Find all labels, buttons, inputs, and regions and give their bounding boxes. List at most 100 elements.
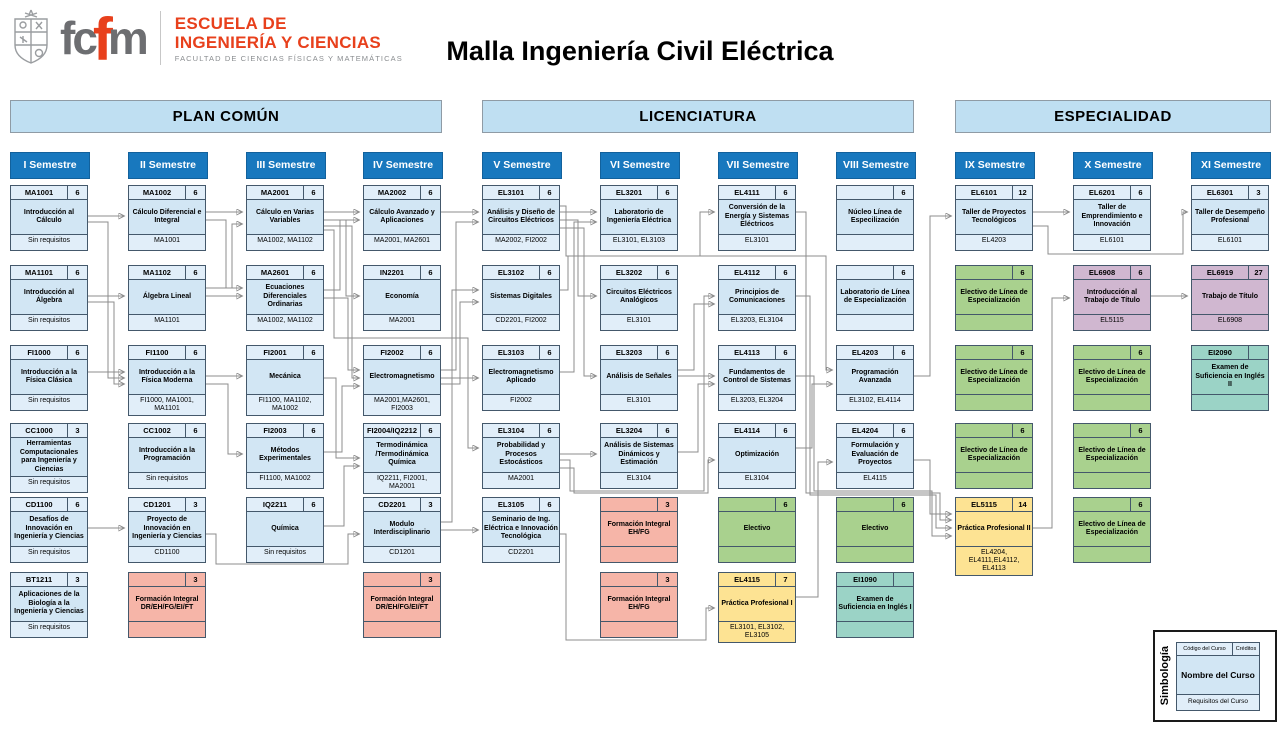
course-code: MA1102: [129, 266, 186, 279]
course-header: 6: [719, 498, 795, 512]
course-credits: 3: [75, 575, 80, 584]
course-name: Termodinámica /Termodinámica Química: [375, 442, 429, 467]
course-name: Circuitos Eléctricos Analógicos: [606, 288, 672, 305]
course-name: Desafíos de Innovación en Ingeniería y C…: [14, 516, 84, 541]
course-code: [1074, 498, 1131, 511]
course-credits: 7: [783, 575, 788, 584]
course-reqs: EL6908: [1192, 314, 1268, 330]
course-credits: 6: [428, 348, 433, 357]
course-name: Electivo de Línea de Especialización: [1078, 520, 1146, 537]
course-credits: 6: [75, 268, 80, 277]
course-header: 6: [837, 186, 913, 200]
course-name: Economía: [385, 292, 419, 300]
course-credits: 6: [193, 268, 198, 277]
course-code: [837, 498, 894, 511]
course-code: FI2003: [247, 424, 304, 437]
course-credits: 6: [547, 500, 552, 509]
course-header: FI2003 6: [247, 424, 323, 438]
course-name: Electivo de Línea de Especialización: [1078, 368, 1146, 385]
course-reqs: EL5115: [1074, 314, 1150, 330]
section-licenciatura: LICENCIATURA: [482, 100, 914, 133]
course-credits: 6: [428, 426, 433, 435]
course-code: [129, 573, 186, 586]
course-code: EL3203: [601, 346, 658, 359]
course-reqs: CD2201, FI2002: [483, 314, 559, 330]
course-reqs: Sin requisitos: [11, 546, 87, 562]
course-reqs: EL3104: [719, 472, 795, 488]
course-name: Examen de Suficiencia en Inglés II: [1195, 364, 1265, 389]
course-code: EL6101: [956, 186, 1013, 199]
course-name: Formación Integral DR/EH/FG/EI/FT: [135, 595, 199, 612]
semester-header-6: VI Semestre: [600, 152, 680, 179]
course-reqs: MA1002, MA1102: [247, 234, 323, 250]
course-reqs: Sin requisitos: [129, 472, 205, 488]
course-name: Análisis de Sistemas Dinámicos y Estimac…: [604, 442, 674, 467]
course-code: EL4113: [719, 346, 776, 359]
course-name: Trabajo de Título: [1201, 292, 1258, 300]
course-code: FI1000: [11, 346, 68, 359]
course-credits: 6: [783, 268, 788, 277]
course-credits: 6: [547, 268, 552, 277]
course-credits: 6: [311, 426, 316, 435]
course-reqs: [1192, 394, 1268, 410]
course-code: FI2001: [247, 346, 304, 359]
course-credits: 6: [311, 348, 316, 357]
course-name: Cálculo Diferencial e Integral: [132, 208, 202, 225]
course-name: Electromagnetismo Aplicado: [488, 368, 554, 385]
course-code: EL4204: [837, 424, 894, 437]
course-credits: 6: [547, 348, 552, 357]
course-reqs: EL6101: [1074, 234, 1150, 250]
course-credits: 6: [193, 426, 198, 435]
course-reqs: EL4204, EL4111,EL4112, EL4113: [956, 546, 1032, 575]
course-credits: 6: [1138, 500, 1143, 509]
course-header: 3: [364, 573, 440, 587]
course-code: MA1001: [11, 186, 68, 199]
course-header: 6: [837, 498, 913, 512]
course-credits: 6: [193, 348, 198, 357]
logo-text: ESCUELA DE INGENIERÍA Y CIENCIAS FACULTA…: [175, 14, 403, 63]
course-name: Cálculo en Varias Variables: [256, 208, 314, 225]
course-name: Análisis y Diseño de Circuitos Eléctrico…: [486, 208, 556, 225]
course-name: Laboratorio de Ingeniería Eléctrica: [606, 208, 672, 225]
course-name: Métodos Experimentales: [259, 446, 311, 463]
course-credits: 6: [1138, 188, 1143, 197]
course-name: Electivo de Línea de Especialización: [960, 288, 1028, 305]
course-credits: 6: [1138, 268, 1143, 277]
course-name: Electivo de Línea de Especialización: [1078, 446, 1146, 463]
course-code: EL6908: [1074, 266, 1131, 279]
course-reqs: CD2201: [483, 546, 559, 562]
course-name: Mecánica: [269, 372, 301, 380]
course-header: 6: [956, 266, 1032, 280]
course-name: Práctica Profesional I: [721, 599, 793, 607]
course-header: EL4204 6: [837, 424, 913, 438]
course-reqs: [837, 314, 913, 330]
course-reqs: MA2001: [483, 472, 559, 488]
course-name: Sistemas Digitales: [490, 292, 552, 300]
course-credits: 6: [901, 426, 906, 435]
semester-header-5: V Semestre: [482, 152, 562, 179]
legend-title: Simbología: [1159, 646, 1171, 706]
